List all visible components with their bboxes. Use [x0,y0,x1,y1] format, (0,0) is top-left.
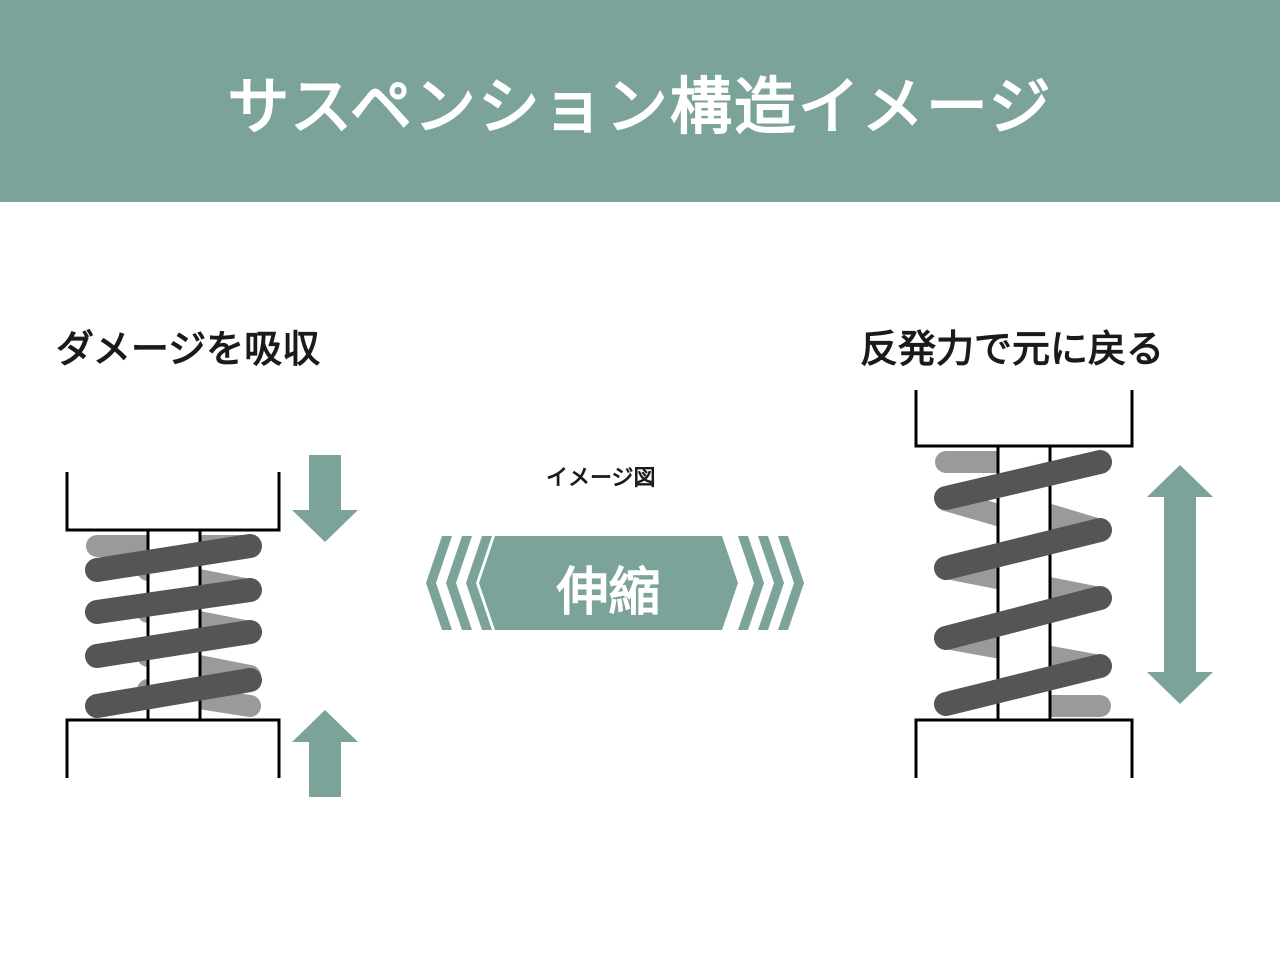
title-banner: サスペンション構造イメージ [0,0,1280,202]
extended-spring [914,390,1213,778]
up-arrow-icon [292,710,358,797]
bottom-bracket [914,718,1134,778]
center-caption: イメージ図 [546,466,656,491]
page-title: サスペンション構造イメージ [227,70,1053,143]
double-arrow-icon [1147,465,1213,704]
top-bracket [65,472,281,532]
down-arrow-icon [292,455,358,542]
compressed-spring [65,455,358,797]
left-label: ダメージを吸収 [56,327,321,371]
chevron-right-icon [738,536,804,630]
bottom-bracket [65,718,281,778]
center-badge-label: 伸縮 [556,563,661,623]
badge-body [479,536,738,630]
chevron-left-icon [426,536,492,630]
front-coils [934,450,1112,716]
stretch-badge [426,536,804,630]
top-bracket [914,390,1134,448]
front-coils [85,534,262,718]
right-label: 反発力で元に戻る [860,327,1165,371]
